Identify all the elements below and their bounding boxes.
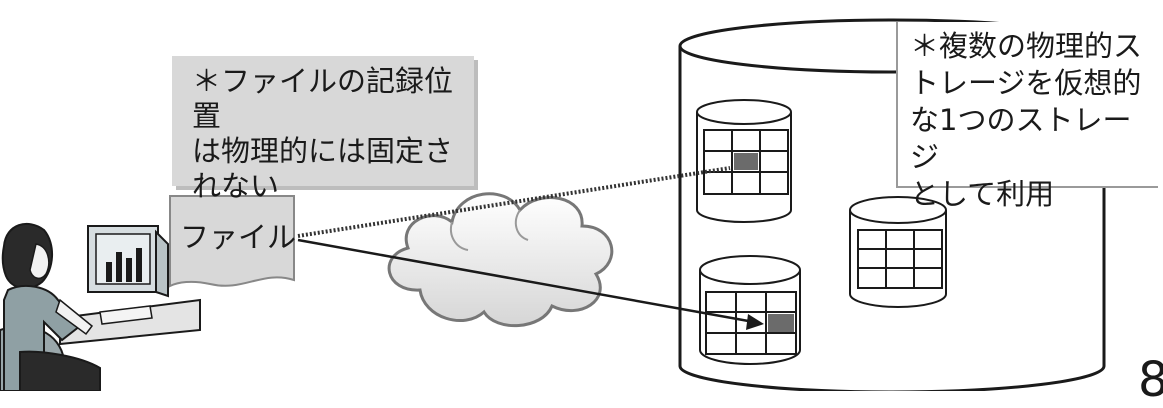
storage-grid-bottom [705, 291, 797, 355]
cloud-icon [387, 192, 614, 327]
page-number: 8 [1138, 352, 1163, 408]
file-document-icon [169, 195, 295, 288]
storage-cylinder-top [696, 99, 792, 223]
person-at-computer-icon [0, 222, 201, 391]
note-file-location-not-fixed: ＊ファイルの記録位置 は物理的には固定さ れない [172, 56, 474, 203]
file-label: ファイル [180, 220, 297, 254]
storage-cylinder-bottom [699, 255, 801, 365]
storage-cylinder-right [849, 196, 947, 308]
file-location-cell-bottom [768, 314, 794, 332]
arrow-to-bottom-storage [297, 238, 764, 330]
note-virtual-storage: ＊複数の物理的ス トレージを仮想的 な1つのストレージ として利用 [896, 22, 1158, 211]
dotted-link-to-top-storage [297, 166, 731, 238]
file-location-cell-top [734, 153, 758, 170]
storage-grid-right [857, 229, 943, 289]
storage-grid-top [703, 129, 789, 195]
